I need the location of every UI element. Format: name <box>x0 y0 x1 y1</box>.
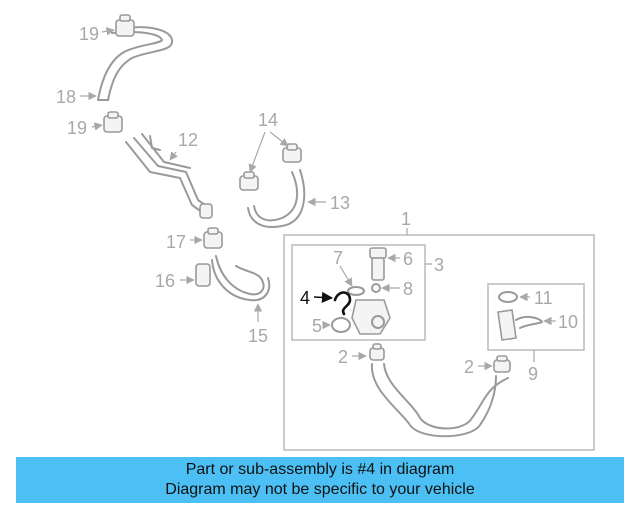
o-ring-11[interactable] <box>498 291 518 303</box>
hose-15[interactable] <box>211 255 271 302</box>
assembly-box-1 <box>283 234 595 451</box>
o-ring-5[interactable] <box>331 317 351 333</box>
callout-15: 15 <box>248 326 268 346</box>
callout-2-left: 2 <box>338 347 348 367</box>
clamp-2-right[interactable] <box>493 355 511 373</box>
callout-4: 4 <box>300 288 310 308</box>
callout-13: 13 <box>330 193 350 213</box>
callout-19-lower: 19 <box>67 118 87 138</box>
callout-7: 7 <box>333 248 343 268</box>
banner-line-part-number: Part or sub-assembly is #4 in diagram <box>185 461 455 478</box>
connector-16[interactable] <box>195 263 211 287</box>
subassembly-box-9 <box>487 283 585 351</box>
fitting-9[interactable] <box>497 309 517 341</box>
clamp-2-left[interactable] <box>369 343 385 361</box>
callout-11: 11 <box>534 288 553 308</box>
clamp-19-lower[interactable] <box>103 111 123 133</box>
hose-13[interactable] <box>247 169 306 228</box>
hose-10[interactable] <box>515 315 543 329</box>
coolant-pipe <box>370 363 509 438</box>
hose-4-highlighted[interactable] <box>333 291 352 316</box>
thermostat-housing <box>351 299 391 335</box>
fitting-6[interactable] <box>369 247 387 281</box>
callout-16: 16 <box>155 271 175 291</box>
callout-18: 18 <box>56 87 76 107</box>
callout-10: 10 <box>558 312 578 332</box>
hose-18[interactable] <box>97 26 174 101</box>
pipe-12[interactable] <box>125 133 213 219</box>
banner-line-disclaimer: Diagram may not be specific to your vehi… <box>165 481 475 498</box>
callout-9: 9 <box>528 364 538 384</box>
callout-6: 6 <box>403 249 413 269</box>
clamp-19-top[interactable] <box>115 14 135 37</box>
clamp-17[interactable] <box>203 227 223 249</box>
callout-19-top: 19 <box>79 24 99 44</box>
o-ring-8[interactable] <box>371 283 381 293</box>
callout-1: 1 <box>401 209 411 229</box>
callout-2-right: 2 <box>464 357 474 377</box>
o-ring-7[interactable] <box>347 286 365 296</box>
clamp-14-right[interactable] <box>282 143 302 163</box>
callout-17: 17 <box>166 232 186 252</box>
subassembly-box-3 <box>291 244 426 341</box>
parts-diagram: 19 18 19 12 14 13 17 16 15 1 7 6 3 8 4 5… <box>56 14 595 451</box>
callout-5: 5 <box>312 316 322 336</box>
clamp-14-left[interactable] <box>239 171 259 191</box>
callout-3: 3 <box>434 255 444 275</box>
callout-14: 14 <box>258 110 278 130</box>
callout-12: 12 <box>178 130 198 150</box>
info-banner: Part or sub-assembly is #4 in diagram Di… <box>16 457 624 503</box>
callout-8: 8 <box>403 279 413 299</box>
